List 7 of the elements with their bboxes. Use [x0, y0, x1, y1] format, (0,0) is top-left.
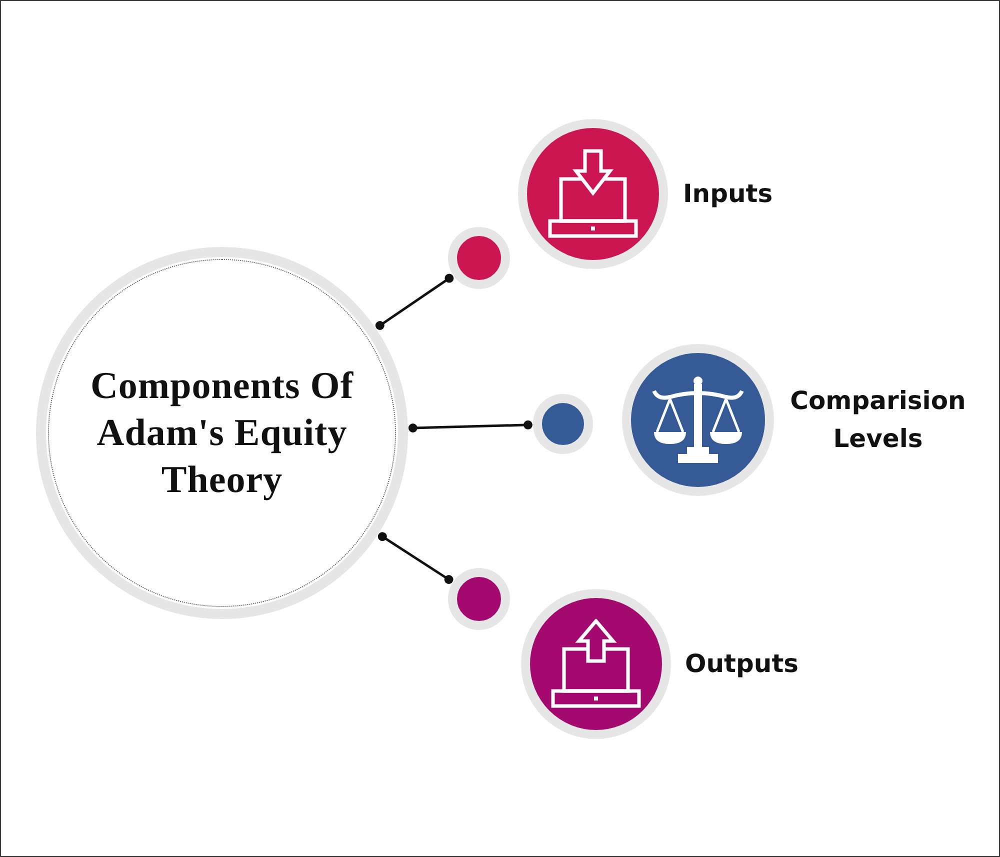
connector-line [408, 420, 532, 432]
connector-line [375, 274, 454, 330]
node-label: Inputs [683, 178, 774, 210]
node-label: Outputs [685, 648, 800, 680]
connector-line [378, 532, 454, 584]
hub-title: Components Of Adam's Equity Theory [89, 364, 355, 502]
node-label: Comparision Levels [789, 385, 967, 455]
